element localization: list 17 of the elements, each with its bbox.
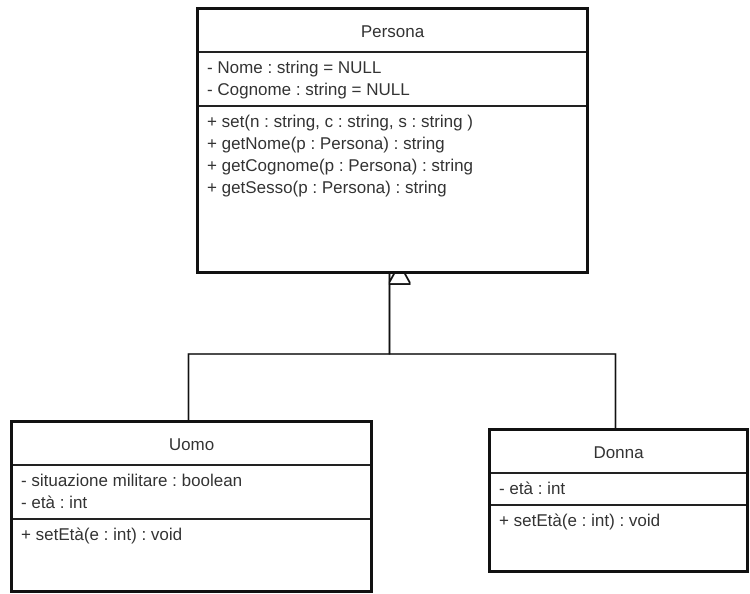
attribute-text: - Cognome : string = NULL bbox=[207, 79, 411, 101]
class-name: Uomo bbox=[168, 434, 216, 456]
attribute-text: - Nome : string = NULL bbox=[207, 57, 382, 79]
attribute-text: - situazione militare : boolean bbox=[21, 470, 244, 492]
class-box bbox=[10, 420, 373, 593]
operation-text: + getNome(p : Persona) : string bbox=[207, 133, 446, 155]
attribute-text: - età : int bbox=[21, 492, 88, 514]
class-box bbox=[488, 428, 749, 573]
class-name: Persona bbox=[360, 21, 426, 43]
operation-text: + set(n : string, c : string, s : string ) bbox=[207, 111, 474, 133]
operation-text: + setEtà(e : int) : void bbox=[499, 510, 662, 532]
operation-text: + getSesso(p : Persona) : string bbox=[207, 177, 448, 199]
class-box bbox=[196, 7, 589, 274]
operation-text: + getCognome(p : Persona) : string bbox=[207, 155, 474, 177]
class-name: Donna bbox=[592, 442, 645, 464]
operation-text: + setEtà(e : int) : void bbox=[21, 524, 184, 546]
attribute-text: - età : int bbox=[499, 478, 566, 500]
